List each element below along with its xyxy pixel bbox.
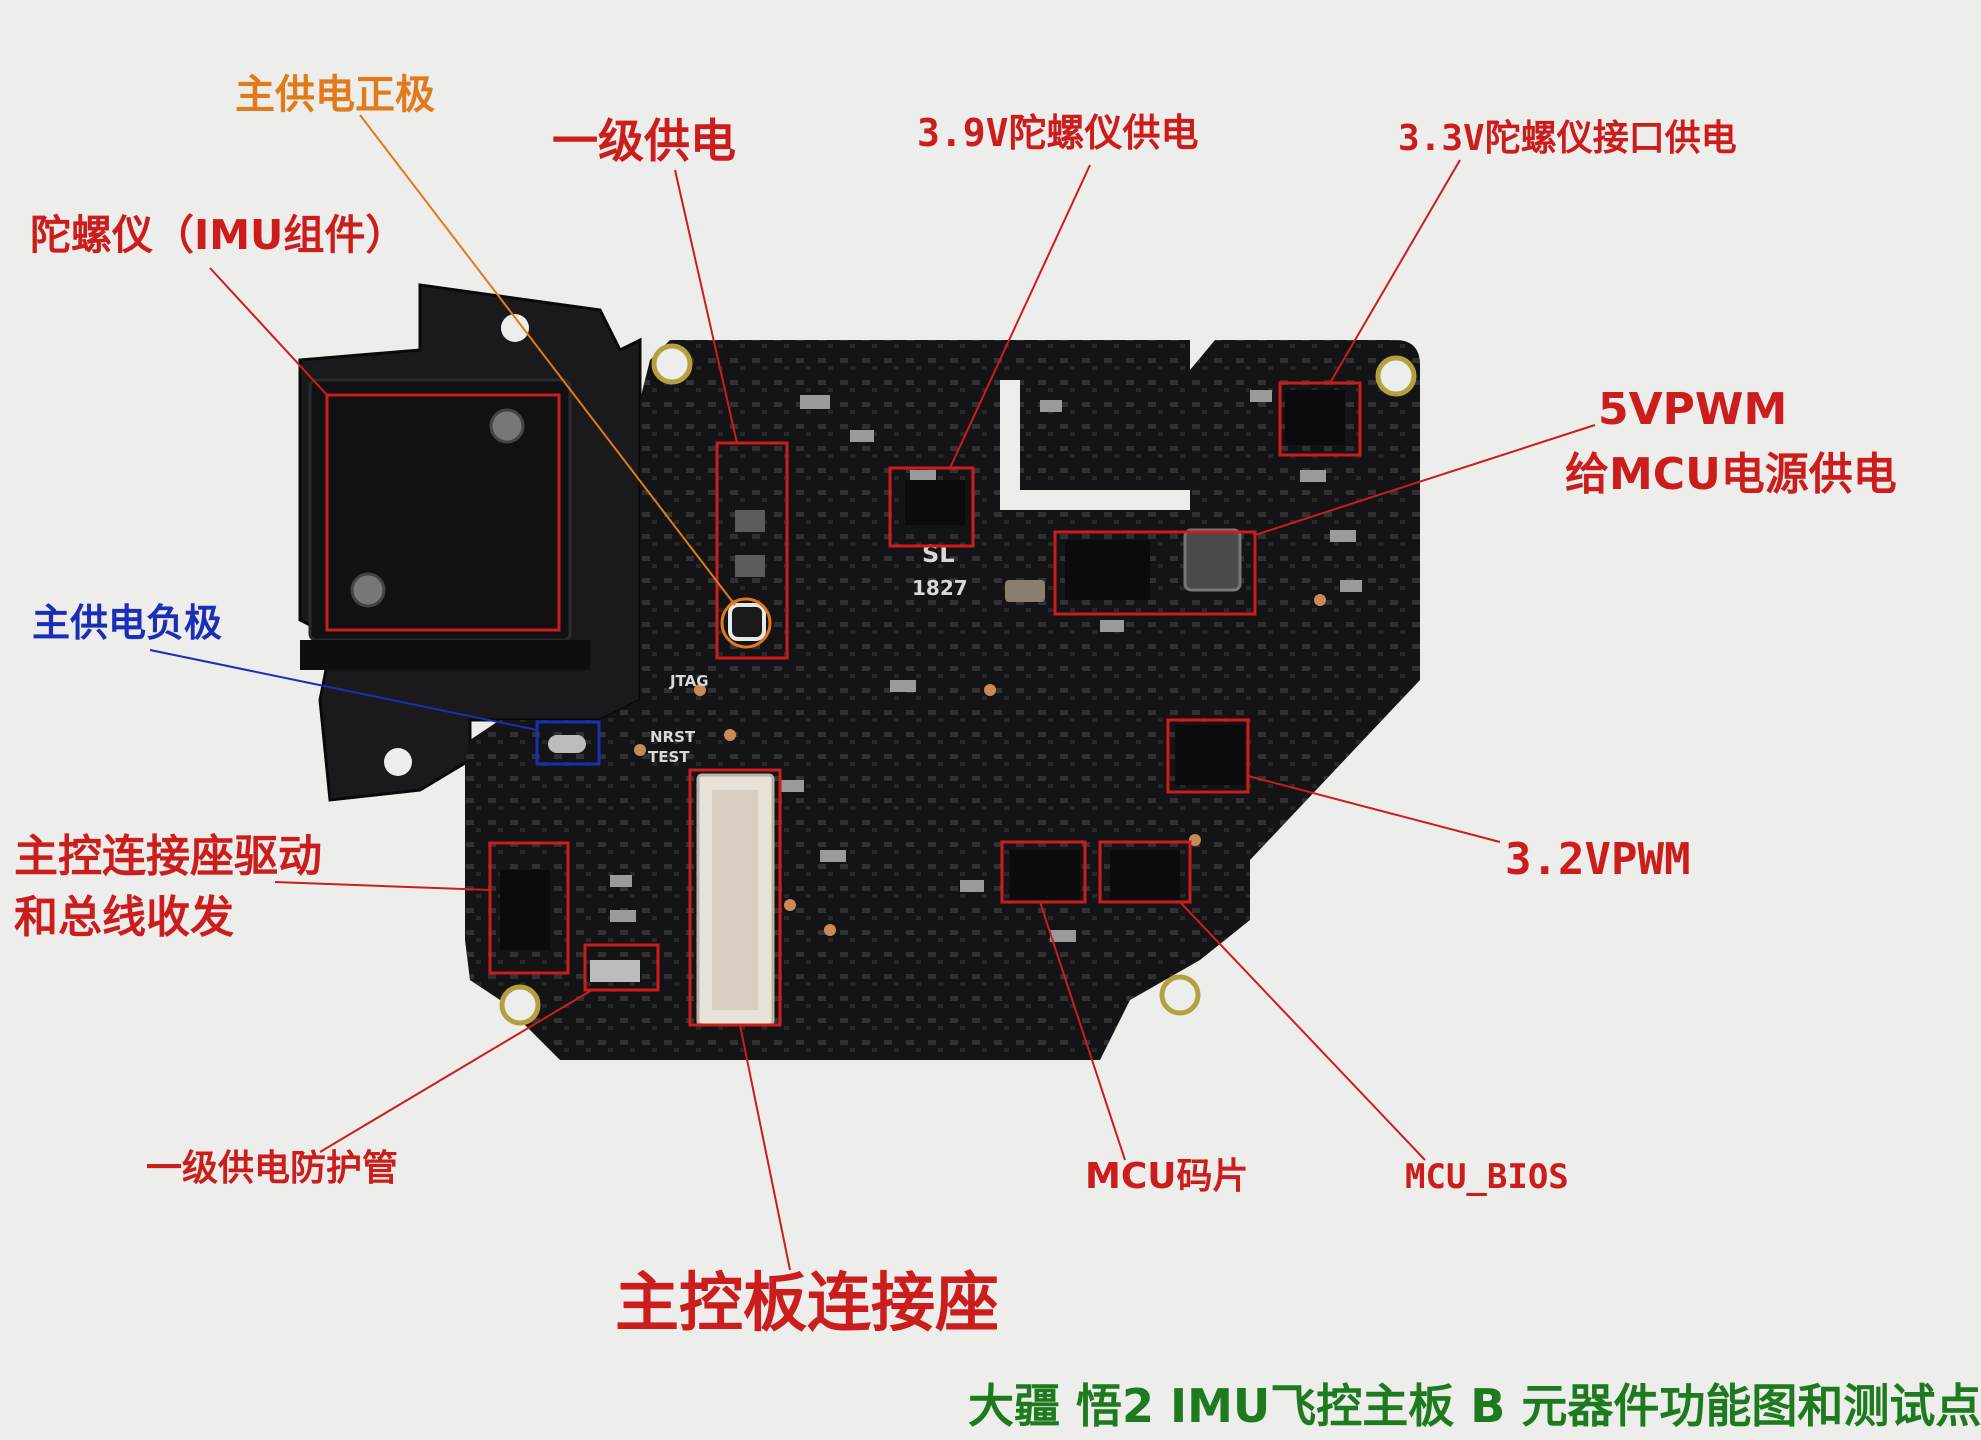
bracket-hole-bottom bbox=[384, 748, 412, 776]
leader-3v9 bbox=[949, 164, 1091, 469]
box-protection bbox=[583, 943, 660, 992]
leader-protection bbox=[319, 989, 593, 1153]
circle-positive bbox=[720, 597, 772, 649]
leader-gyro bbox=[209, 267, 328, 396]
silk-test: TEST bbox=[648, 748, 690, 766]
leader-5vpwm bbox=[1254, 424, 1596, 536]
label-primary-power: 一级供电 bbox=[552, 114, 736, 168]
box-gyro-imu bbox=[325, 393, 561, 632]
box-3v2pwm bbox=[1166, 718, 1250, 794]
leader-3v3 bbox=[1329, 159, 1461, 384]
diagram-stage: JTAG NRST TEST SL 1827 bbox=[14, 72, 1981, 1433]
box-gyro-3v3 bbox=[1278, 381, 1362, 457]
bracket-hole-top bbox=[501, 314, 529, 342]
pcb-board-illustration: JTAG NRST TEST SL 1827 bbox=[149, 114, 1596, 1271]
screw-top bbox=[489, 408, 525, 444]
box-connector bbox=[688, 768, 782, 1027]
label-gyro-imu: 陀螺仪（IMU组件） bbox=[30, 211, 407, 259]
label-protection: 一级供电防护管 bbox=[146, 1148, 399, 1189]
screw-bottom bbox=[350, 572, 386, 608]
box-5vpwm bbox=[1053, 530, 1257, 616]
leader-driver bbox=[274, 881, 491, 891]
label-main-power-negative: 主供电负极 bbox=[32, 601, 223, 645]
leader-negative bbox=[149, 649, 538, 731]
leader-mcu-chip bbox=[1039, 901, 1126, 1161]
box-mcu-chip bbox=[1000, 840, 1087, 904]
pcb: JTAG NRST TEST SL 1827 bbox=[465, 340, 1420, 1060]
label-gyro-3v9: 3.9V陀螺仪供电 bbox=[917, 111, 1199, 155]
label-driver-line1: 主控连接座驱动 bbox=[14, 831, 322, 882]
gyro-imu-block bbox=[308, 378, 572, 642]
label-mcu-chip: MCU码片 bbox=[1085, 1156, 1249, 1197]
box-negative bbox=[535, 720, 601, 766]
label-driver-line2: 和总线收发 bbox=[14, 892, 234, 943]
leader-connector bbox=[739, 1024, 791, 1271]
label-5vpwm-line1: 5VPWM bbox=[1598, 384, 1788, 435]
leader-mcu-bios bbox=[1179, 901, 1426, 1161]
footer-title: 大疆 悟2 IMU飞控主板 B 元器件功能图和测试点 bbox=[968, 1379, 1981, 1433]
label-3v2pwm: 3.2VPWM bbox=[1505, 834, 1691, 885]
negative-pad bbox=[548, 735, 586, 753]
gyro-bracket bbox=[298, 283, 642, 802]
label-main-board-connector: 主控板连接座 bbox=[615, 1267, 999, 1341]
label-gyro-3v3: 3.3V陀螺仪接口供电 bbox=[1398, 118, 1737, 159]
pcb-hole-bottom-right bbox=[1159, 974, 1201, 1016]
box-driver bbox=[488, 841, 570, 975]
inductor bbox=[1183, 528, 1242, 592]
silk-jtag: JTAG bbox=[669, 672, 709, 690]
box-mcu-bios bbox=[1098, 840, 1192, 904]
leader-primary-power bbox=[674, 169, 738, 444]
label-main-power-positive: 主供电正极 bbox=[235, 72, 435, 118]
box-gyro-3v9 bbox=[888, 466, 975, 548]
leader-3v2pwm bbox=[1247, 775, 1501, 843]
pcb-hole-bottom-left bbox=[499, 984, 541, 1026]
silk-sl: SL bbox=[922, 540, 955, 568]
silk-code: 1827 bbox=[912, 576, 968, 600]
label-5vpwm-line2: 给MCU电源供电 bbox=[1565, 449, 1897, 500]
silk-nrst: NRST bbox=[650, 728, 696, 746]
leader-positive bbox=[359, 114, 736, 606]
label-mcu-bios: MCU_BIOS bbox=[1405, 1157, 1569, 1197]
pcb-hole-top-left bbox=[651, 343, 693, 385]
pcb-hole-top-right bbox=[1375, 355, 1417, 397]
board-connector-graphic bbox=[696, 773, 775, 1027]
box-primary-power bbox=[715, 441, 789, 660]
